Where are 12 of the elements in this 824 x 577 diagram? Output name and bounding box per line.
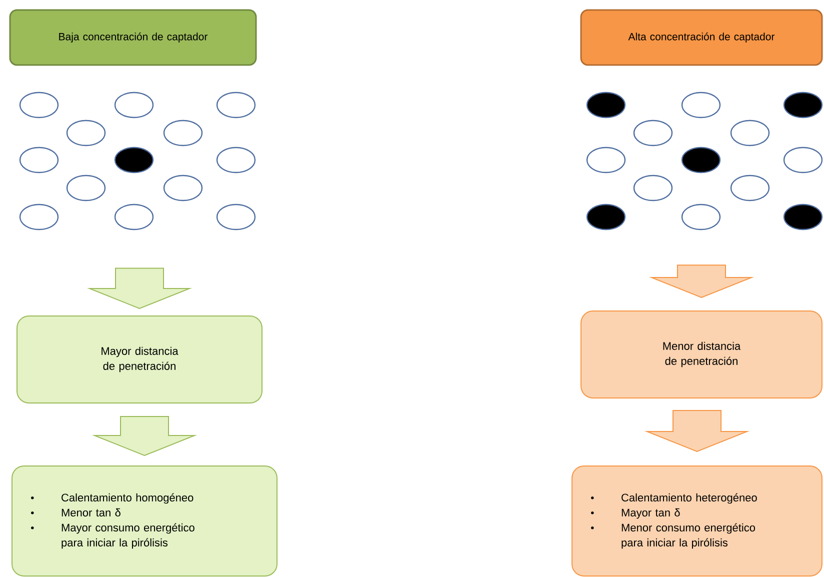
particles-drawing [19, 92, 256, 230]
block-arrow [86, 268, 192, 310]
block-arrow [648, 264, 754, 298]
particles-drawing [586, 92, 823, 230]
result-box: Menor distancia de penetración [580, 310, 822, 398]
bullet-list-box: Calentamiento homogéneo Menor tan δ Mayor consumo energético para iniciar la pirólisis [12, 465, 278, 576]
result-box: Mayor distancia de penetración [16, 315, 262, 404]
block-arrow [644, 410, 750, 452]
bullet-list-box: Calentamiento heterogéneo Mayor tan δ Menor consumo energético para iniciar la pirólisis [572, 465, 822, 576]
block-arrow [92, 416, 198, 456]
title-box: Alta concentración de captador [580, 9, 823, 66]
title-box: Baja concentración de captador [9, 9, 257, 66]
